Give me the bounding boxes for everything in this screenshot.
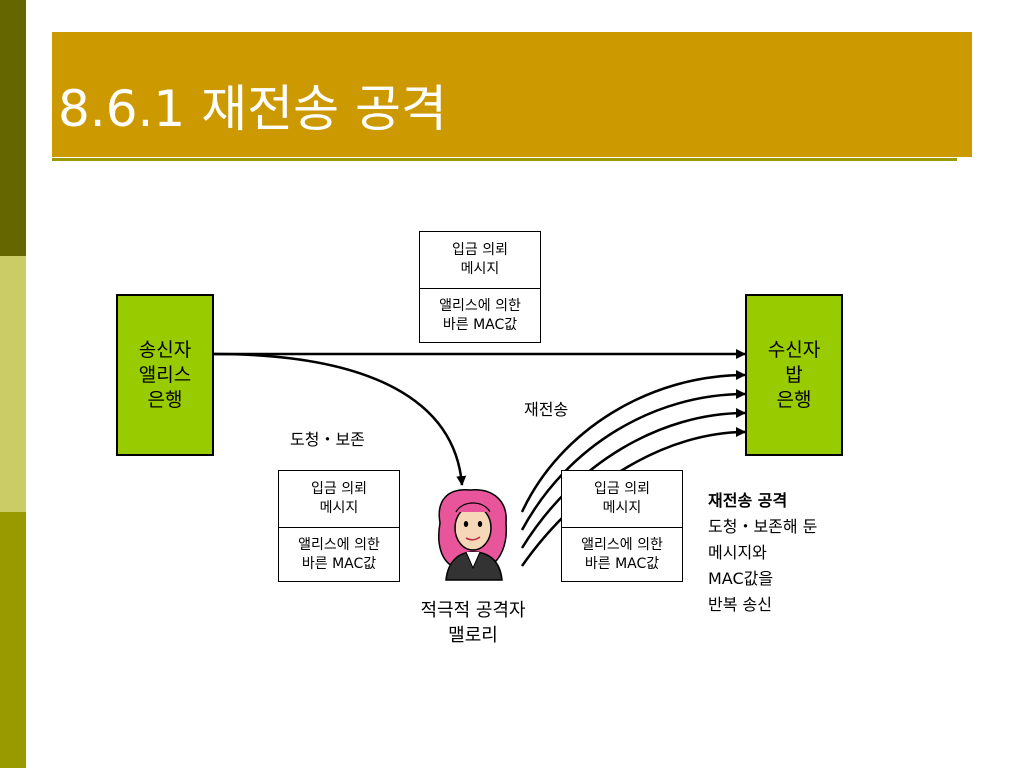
sender-node: 송신자 앨리스 은행: [116, 294, 214, 456]
message-box-original: 입금 의뢰 메시지 앨리스에 의한 바른 MAC값: [419, 231, 541, 343]
message-top-line1: 입금 의뢰: [594, 481, 650, 497]
message-bottom-line2: 바른 MAC값: [301, 556, 377, 572]
attacker-label-2: 맬로리: [448, 625, 498, 646]
message-top-line2: 메시지: [460, 261, 500, 277]
slide-title: 8.6.1 재전송 공격: [58, 80, 448, 138]
message-top-line1: 입금 의뢰: [452, 242, 508, 258]
intercept-arrow: [213, 352, 467, 486]
receiver-label-3: 은행: [776, 388, 812, 411]
title-rule: [52, 158, 957, 161]
note-line-4: 반복 송신: [708, 595, 772, 614]
replay-attack-note: 재전송 공격 도청・보존해 둔 메시지와 MAC값을 반복 송신: [708, 488, 817, 618]
attacker-caption: 적극적 공격자 맬로리: [398, 598, 548, 648]
receiver-node: 수신자 밥 은행: [745, 294, 843, 456]
note-line-1: 도청・보존해 둔: [708, 517, 818, 536]
message-bottom-line2: 바른 MAC값: [442, 317, 518, 333]
attacker-label-1: 적극적 공격자: [420, 600, 526, 621]
sidebar-stripe-bottom: [0, 512, 26, 768]
message-top-line2: 메시지: [602, 500, 642, 516]
message-bottom-line1: 앨리스에 의한: [298, 537, 380, 553]
note-line-3: MAC값을: [708, 569, 774, 588]
replay-arrow-1: [520, 370, 746, 513]
receiver-label-2: 밥: [785, 363, 803, 386]
message-top-line1: 입금 의뢰: [311, 481, 367, 497]
message-bottom-line1: 앨리스에 의한: [581, 537, 663, 553]
attacker-figure: [438, 489, 508, 581]
replay-arrow-3: [520, 408, 746, 549]
sidebar-stripe-top: [0, 0, 26, 256]
note-line-2: 메시지와: [708, 543, 767, 562]
message-bottom-line1: 앨리스에 의한: [439, 298, 521, 314]
replay-label: 재전송: [524, 400, 569, 419]
message-box-replayed: 입금 의뢰 메시지 앨리스에 의한 바른 MAC값: [561, 470, 683, 582]
receiver-label-1: 수신자: [767, 338, 821, 361]
message-box-stored: 입금 의뢰 메시지 앨리스에 의한 바른 MAC값: [278, 470, 400, 582]
sidebar-stripe-middle: [0, 256, 26, 512]
replay-arrow-4: [520, 427, 746, 567]
sender-label-3: 은행: [147, 388, 183, 411]
eavesdrop-label: 도청・보존: [290, 430, 365, 449]
note-heading: 재전송 공격: [708, 491, 788, 510]
sender-label-1: 송신자: [138, 338, 192, 361]
replay-arrow-2: [520, 389, 746, 531]
title-bar: [52, 32, 972, 157]
sender-label-2: 앨리스: [138, 363, 192, 386]
message-bottom-line2: 바른 MAC값: [584, 556, 660, 572]
message-top-line2: 메시지: [319, 500, 359, 516]
